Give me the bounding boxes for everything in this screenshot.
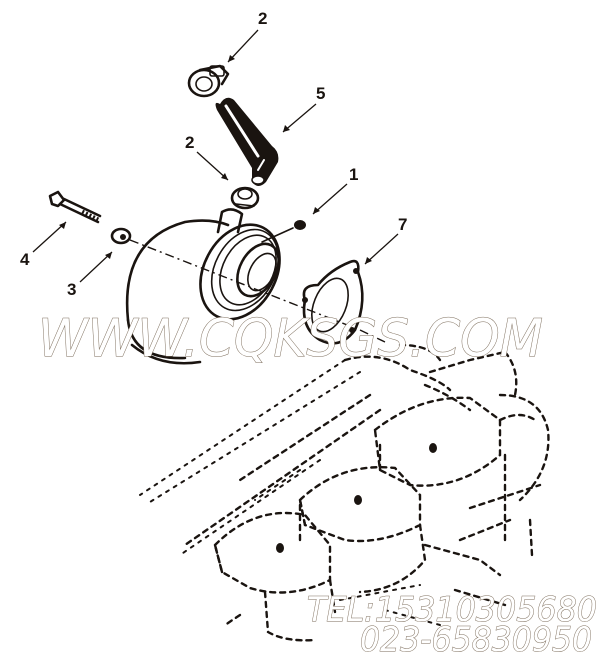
callout-1: 1 — [312, 165, 358, 215]
svg-text:1: 1 — [349, 165, 358, 184]
svg-text:2: 2 — [185, 133, 194, 152]
elbow-hose — [215, 97, 279, 186]
stud-icon — [429, 443, 437, 453]
elbow-connection — [125, 208, 281, 365]
svg-text:4: 4 — [20, 250, 30, 269]
callout-2-mid: 2 — [185, 133, 229, 181]
engine-block-phantom — [139, 343, 550, 642]
svg-text:5: 5 — [316, 84, 325, 103]
arrowhead-icon — [228, 55, 235, 62]
centerline — [129, 239, 361, 331]
arrowhead-icon — [313, 207, 320, 214]
arrowhead-icon — [365, 257, 372, 264]
callout-2-top: 2 — [227, 9, 267, 63]
svg-text:2: 2 — [258, 9, 267, 28]
callout-3: 3 — [67, 251, 113, 299]
callout-5: 5 — [282, 84, 325, 133]
arrowhead-icon — [283, 125, 290, 132]
watermark-phone: 023-65830950 — [360, 620, 592, 660]
centerline — [359, 329, 386, 343]
watermark-tel: TEL:15310305680 — [307, 590, 597, 630]
lower-hose-clamp — [230, 186, 260, 210]
arrowhead-icon — [221, 173, 228, 180]
arrowhead-icon — [59, 222, 66, 229]
capscrew — [48, 190, 102, 224]
callout-4: 4 — [20, 221, 67, 269]
stud-icon — [354, 495, 362, 505]
upper-hose-clamp — [187, 64, 230, 98]
callout-7: 7 — [364, 215, 407, 265]
watermark-website: WWW.CQKSGS.COM — [38, 309, 543, 369]
stud-icon — [276, 543, 284, 553]
svg-text:3: 3 — [67, 280, 76, 299]
plug — [261, 220, 306, 243]
svg-text:7: 7 — [398, 215, 407, 234]
arrowhead-icon — [105, 252, 112, 259]
washer — [110, 227, 132, 245]
gasket — [302, 259, 364, 345]
